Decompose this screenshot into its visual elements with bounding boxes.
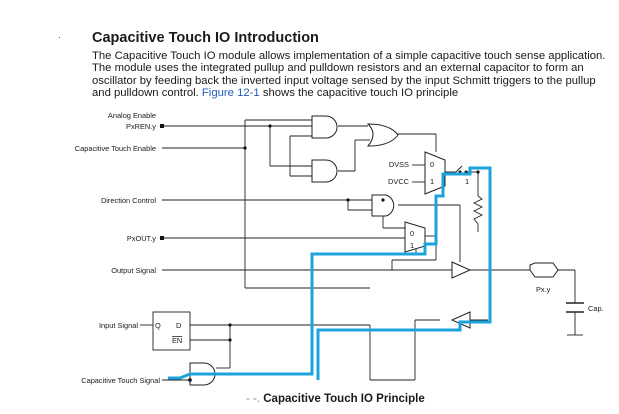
label-cap-touch-signal: Capacitive Touch Signal: [81, 376, 160, 385]
caption-text: Capacitive Touch IO Principle: [263, 393, 425, 405]
latch-d: D: [176, 321, 181, 330]
latch-q: Q: [155, 321, 161, 330]
section-heading: Capacitive Touch IO Introduction: [92, 30, 319, 46]
latch-en: EN: [172, 336, 182, 345]
label-capacitor: Cap.: [588, 304, 604, 313]
figure-caption: - -. Capacitive Touch IO Principle: [246, 393, 425, 405]
label-pin: Px.y: [536, 285, 551, 294]
label-input-signal: Input Signal: [99, 321, 138, 330]
paragraph-text-end: shows the capacitive touch IO principle: [259, 87, 459, 100]
switch-pos-1: 1: [465, 177, 469, 186]
mux-in1: 1: [430, 177, 434, 186]
label-cap-touch-enable: Capacitive Touch Enable: [75, 144, 156, 153]
label-analog-enable: Analog Enable: [108, 111, 156, 120]
label-output-signal: Output Signal: [111, 266, 156, 275]
mux-in0: 0: [430, 160, 434, 169]
corner-mark: .: [58, 30, 61, 41]
feedback-path: [168, 166, 492, 380]
label-dvss: DVSS: [389, 160, 409, 169]
caption-prefix: - -.: [246, 393, 264, 405]
mux2-in0: 0: [410, 229, 414, 238]
paragraph-text: The Capacitive Touch IO module allows im…: [92, 50, 606, 100]
label-dvcc: DVCC: [388, 177, 410, 186]
label-direction-control: Direction Control: [101, 196, 156, 205]
label-pxout: PxOUT.y: [127, 234, 156, 243]
label-pxren: PxREN.y: [126, 122, 156, 131]
mux2-in1: 1: [410, 241, 414, 250]
intro-paragraph: The Capacitive Touch IO module allows im…: [92, 50, 614, 100]
figure-link[interactable]: Figure 12-1: [201, 87, 260, 100]
